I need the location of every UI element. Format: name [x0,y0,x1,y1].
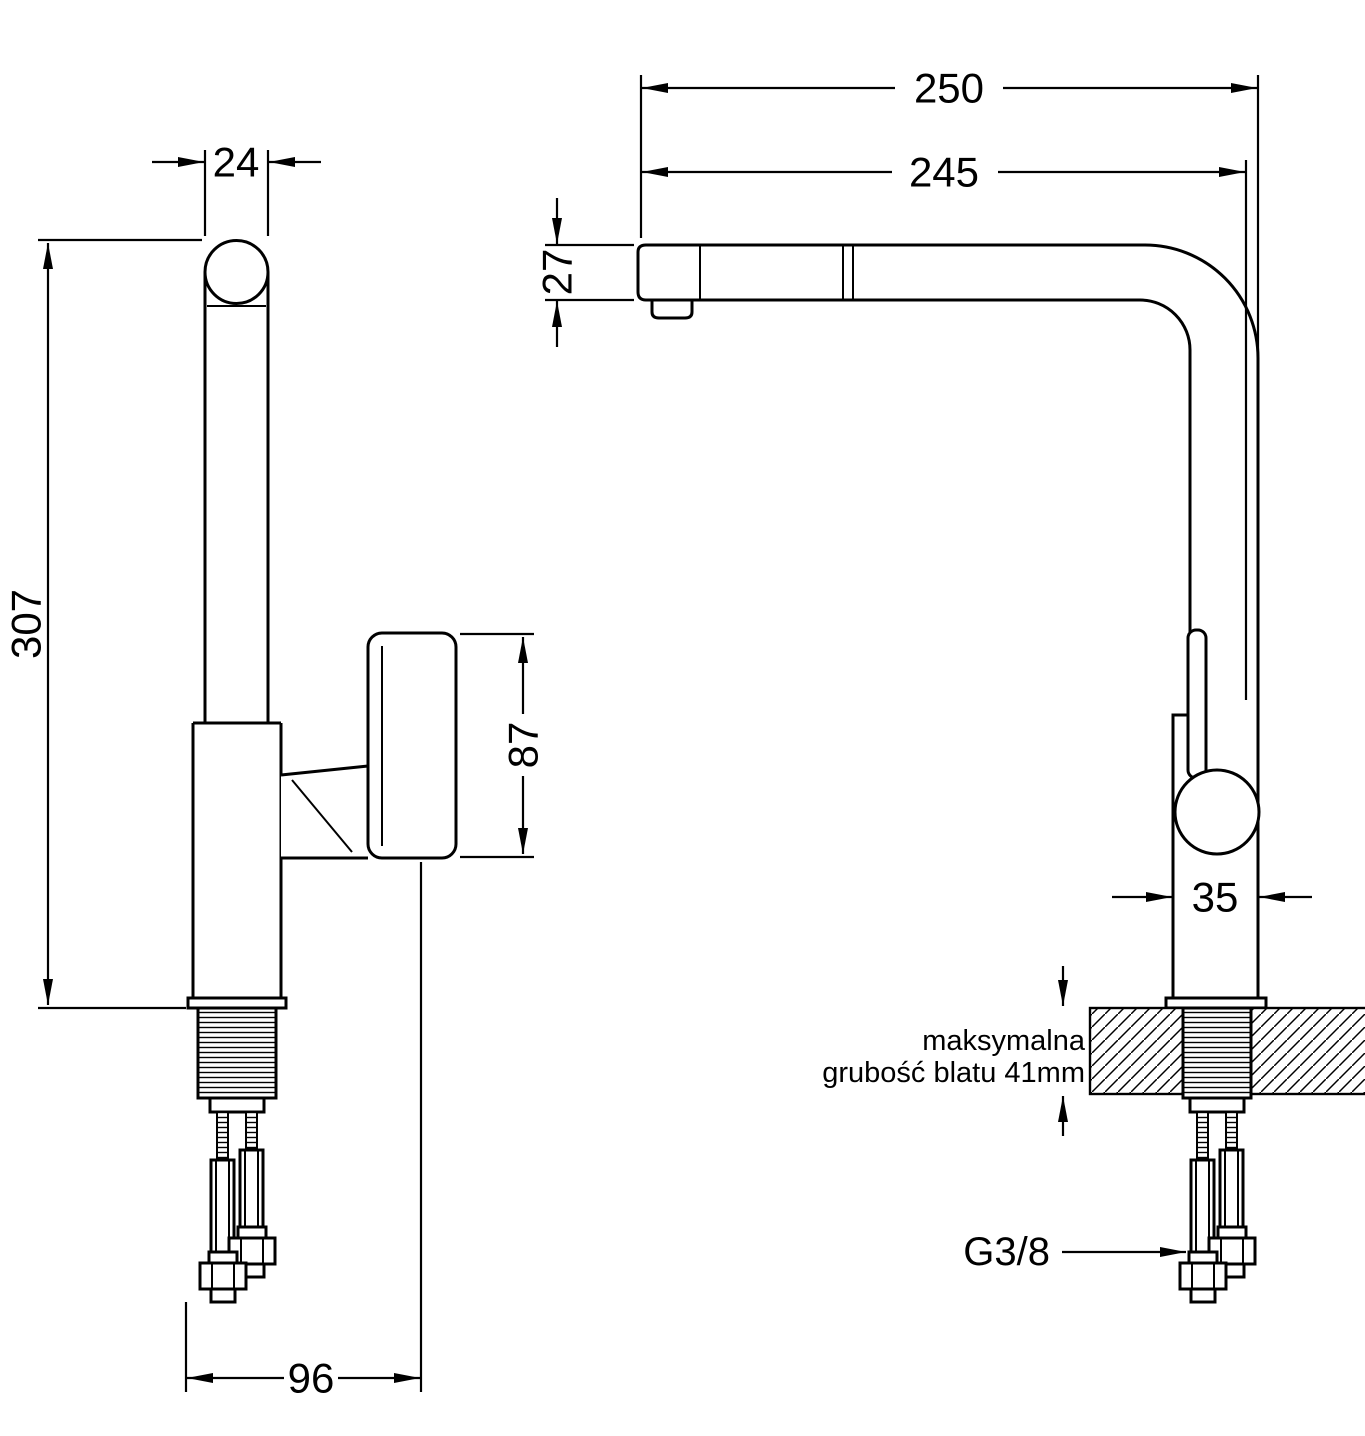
countertop-slab-right [1249,1006,1365,1096]
countertop-note-line1: maksymalna [922,1025,1086,1057]
label-mask [895,68,1003,108]
label-mask [504,714,542,776]
dim-spout-reach: 245 [642,149,1248,700]
hose-hex-nut [198,1261,248,1291]
dim-label-spout-height: 27 [534,249,581,296]
dim-base-depth: 96 [184,862,423,1402]
mounting-assembly-front [1178,1096,1257,1304]
dim-overall-reach: 250 [639,65,1260,356]
mounting-assembly [198,1096,277,1304]
dim-label-overall-reach: 250 [914,65,984,112]
lever-rod-front [1186,628,1208,780]
dim-spout-tube-width: 24 [152,139,321,236]
handle-joint-fill [281,766,368,858]
spout-inner-edge [636,243,1192,998]
handle-assembly-side [280,631,458,860]
handle-joint-top [280,764,369,777]
threaded-shank-front [1181,1006,1253,1100]
hose-collar [236,1225,268,1240]
front-view [636,243,1365,1304]
aerator [650,300,694,320]
dim-countertop-thickness: maksymalna grubość blatu 41mm [822,966,1086,1136]
dim-label-body-width: 35 [1192,874,1239,921]
dim-label-handle-height: 87 [500,722,547,769]
threaded-shank-side [196,1006,278,1100]
countertop-slab-left [1088,1006,1185,1096]
mounting-stud [245,1111,258,1149]
spout-outer-edge [646,243,1260,998]
countertop-note-line2: grubość blatu 41mm [822,1057,1085,1089]
dim-label-thread-size: G3/8 [963,1230,1050,1274]
dim-label-spout-reach: 245 [909,149,979,196]
hose-stub [209,1287,237,1304]
side-view [186,239,458,1304]
dim-total-height: 307 [3,238,202,1010]
shank-collar [208,1096,266,1114]
countertop [1088,1006,1365,1096]
handle-joint-cone [291,779,353,853]
hose-collar [207,1250,239,1265]
dim-label-total-height: 307 [3,589,50,659]
dim-label-base-depth: 96 [288,1355,335,1402]
mounting-stud [216,1111,229,1159]
label-mask [892,152,998,192]
dim-handle-height: 87 [460,632,547,859]
dim-body-width: 35 [1112,874,1312,921]
handle-lever-side [366,631,458,860]
label-thread-size: G3/8 [963,1230,1186,1274]
spout-cap-side [203,239,270,305]
handle-knob-front [1173,768,1261,856]
dim-spout-height: 27 [534,198,634,347]
dim-label-spout-tube-width: 24 [213,139,260,186]
supply-hose [238,1148,265,1229]
